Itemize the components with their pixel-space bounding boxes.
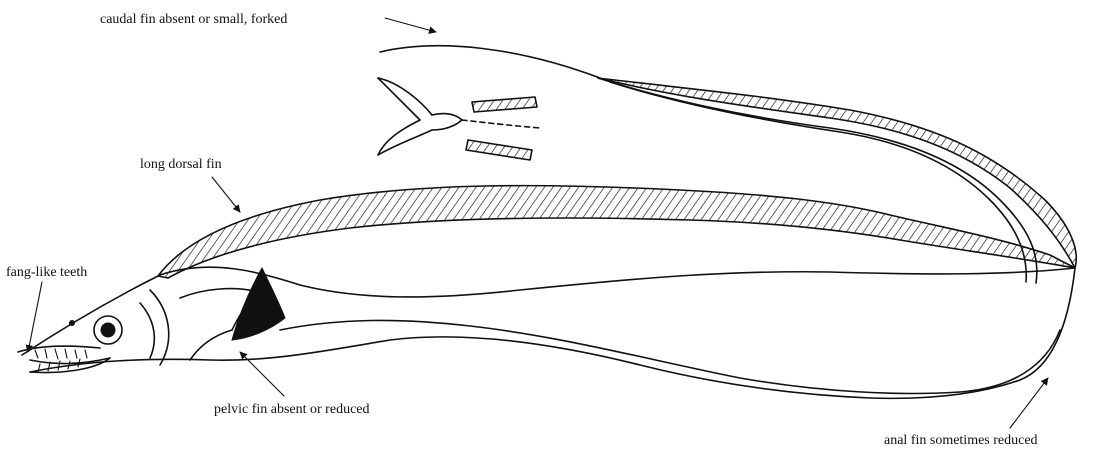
pelvic-label: pelvic fin absent or reduced bbox=[214, 402, 370, 417]
dorsal-arrow bbox=[212, 177, 240, 212]
dorsal-label: long dorsal fin bbox=[140, 157, 222, 172]
caudal-ray-bottom bbox=[466, 140, 532, 160]
nostril bbox=[70, 321, 75, 326]
belly-line bbox=[280, 320, 1060, 393]
jaw-upper bbox=[18, 346, 100, 352]
teeth-upper bbox=[35, 349, 87, 359]
caudal-outline bbox=[380, 46, 600, 78]
anal-label: anal fin sometimes reduced bbox=[884, 433, 1038, 448]
eye-pupil bbox=[101, 323, 115, 337]
anal-arrow bbox=[1010, 378, 1048, 428]
teeth-arrow bbox=[28, 282, 42, 352]
caudal-ray-top bbox=[472, 97, 537, 112]
teeth-label: fang-like teeth bbox=[6, 265, 87, 280]
tail-upper-band bbox=[598, 78, 1076, 268]
caudal-label: caudal fin absent or small, forked bbox=[100, 12, 287, 27]
caudal-arrow bbox=[385, 18, 436, 32]
dorsal-fin bbox=[158, 186, 1075, 278]
body-upper bbox=[22, 267, 1075, 355]
